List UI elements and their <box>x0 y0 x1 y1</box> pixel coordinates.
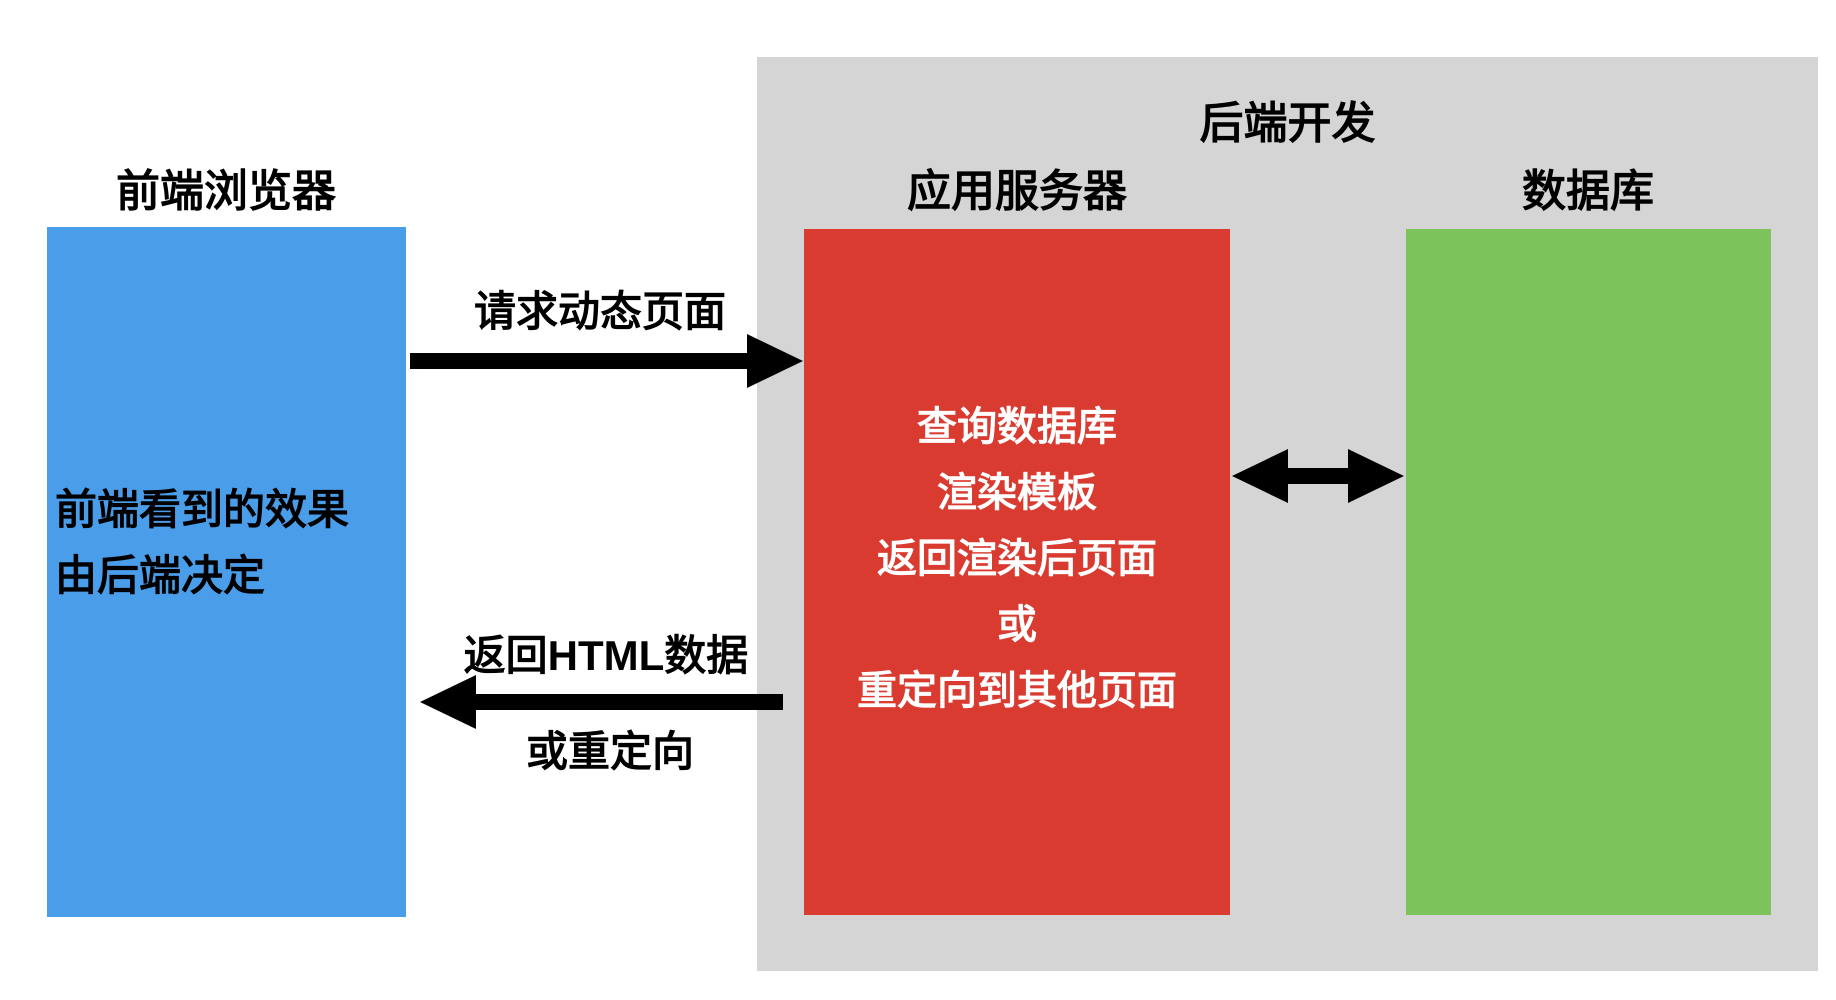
frontend-note: 前端看到的效果 由后端决定 <box>55 477 349 609</box>
db-arrow-shaft <box>1282 468 1354 484</box>
database-box <box>1406 229 1771 915</box>
frontend-browser-label: 前端浏览器 <box>116 167 336 216</box>
database-label: 数据库 <box>1522 167 1654 216</box>
frontend-note-line-1: 前端看到的效果 <box>55 486 350 533</box>
db-arrow-right-head-icon <box>1348 449 1404 503</box>
request-arrow-shaft <box>410 353 750 369</box>
app-server-description: 查询数据库 渲染模板 返回渲染后页面 或 重定向到其他页面 <box>804 394 1230 724</box>
response-arrow-label-line-1: 返回HTML数据 <box>463 632 749 679</box>
app-server-box: 查询数据库 渲染模板 返回渲染后页面 或 重定向到其他页面 <box>804 229 1230 915</box>
request-arrow-head-icon <box>747 334 803 388</box>
response-arrow-label-line-2: 或重定向 <box>525 728 695 775</box>
request-arrow-label: 请求动态页面 <box>473 288 727 335</box>
app-server-line-3: 返回渲染后页面 <box>877 537 1157 581</box>
app-server-line-2: 渲染模板 <box>937 471 1097 515</box>
app-server-line-1: 查询数据库 <box>917 405 1117 449</box>
app-server-line-5: 重定向到其他页面 <box>857 669 1177 713</box>
app-server-label: 应用服务器 <box>907 167 1127 216</box>
response-arrow-head-icon <box>420 675 476 729</box>
response-arrow-shaft <box>476 694 783 710</box>
frontend-note-line-2: 由后端决定 <box>55 552 266 599</box>
frontend-browser-box: 前端看到的效果 由后端决定 <box>47 227 406 917</box>
db-arrow-left-head-icon <box>1232 449 1288 503</box>
app-server-line-4: 或 <box>997 603 1037 647</box>
backend-region-title: 后端开发 <box>1199 99 1376 148</box>
